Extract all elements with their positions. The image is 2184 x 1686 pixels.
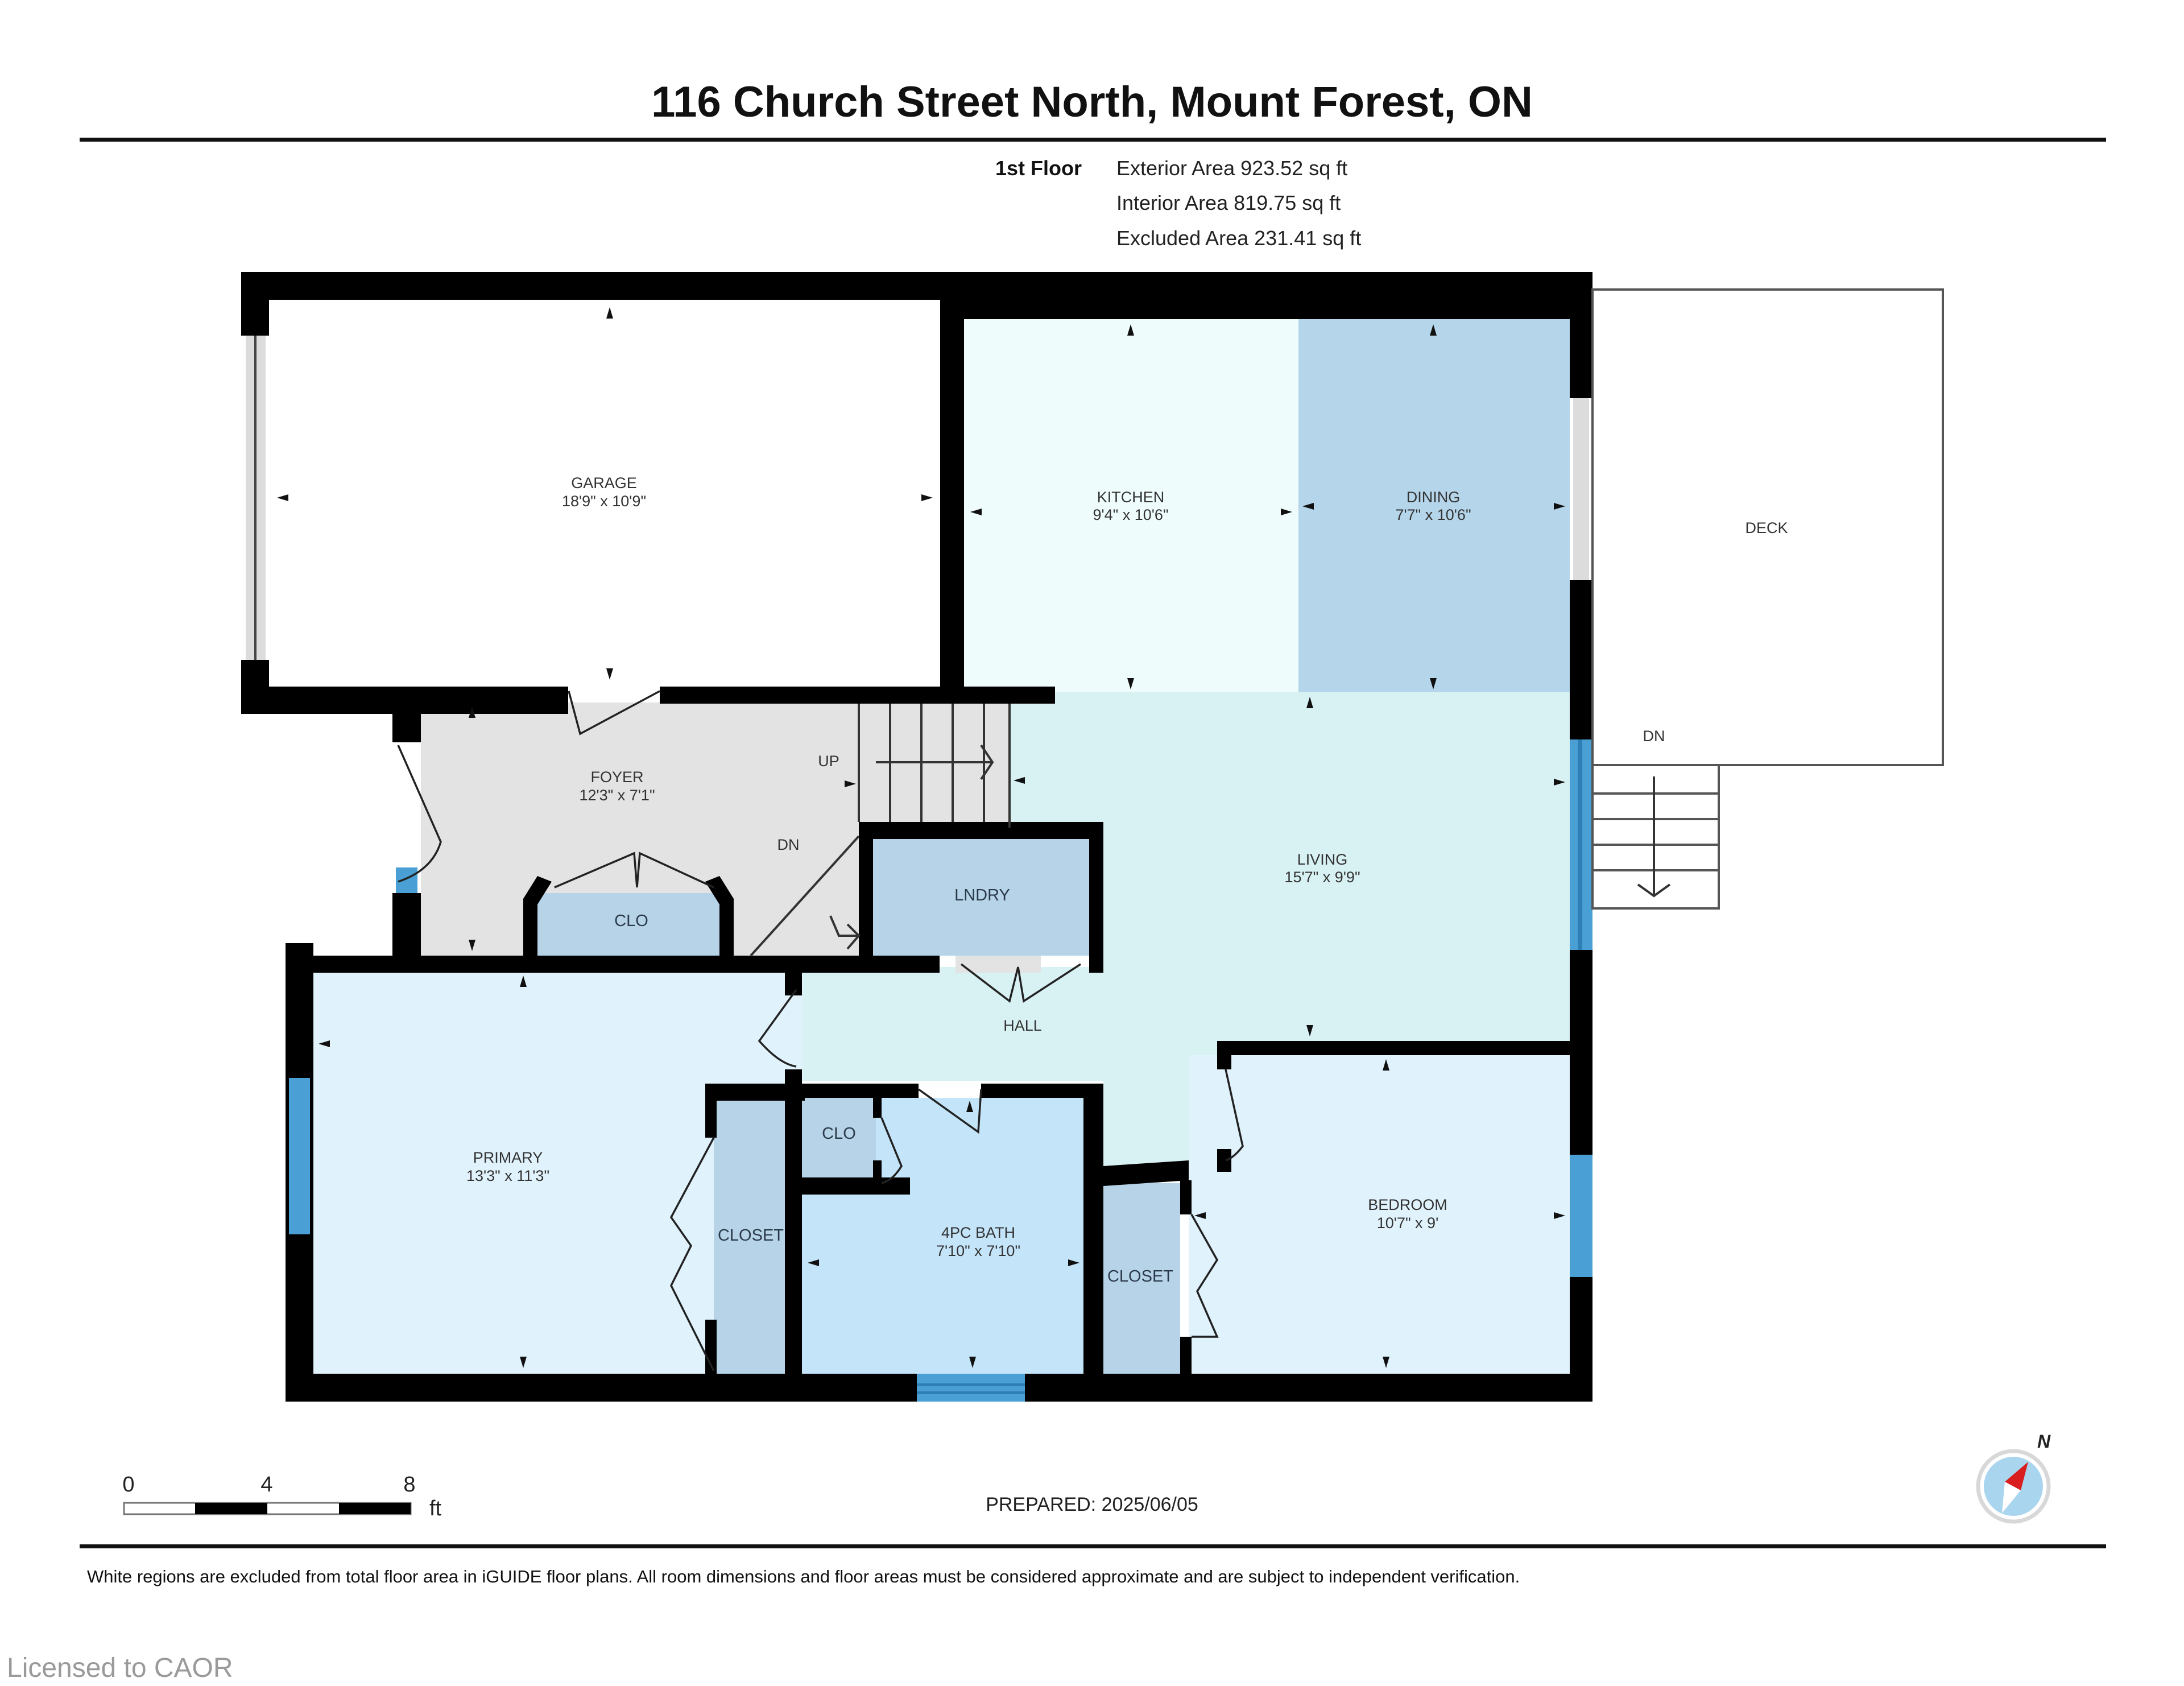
- garage-name: GARAGE: [571, 474, 637, 491]
- kitchen-area: [964, 319, 1298, 692]
- primary-closet-area: [714, 1098, 785, 1374]
- dining-area: [1298, 319, 1570, 692]
- floor-label: 1st Floor: [995, 156, 1082, 180]
- primary-closet-name: CLOSET: [718, 1226, 784, 1245]
- living-name: LIVING: [1297, 851, 1348, 868]
- scale-bar: 0 4 8 ft: [122, 1473, 441, 1520]
- bath-closet-name: CLO: [822, 1125, 856, 1143]
- title-divider: [80, 138, 2106, 142]
- foyer-dims: 12'3" x 7'1": [579, 787, 655, 804]
- dining-dims: 7'7" x 10'6": [1395, 506, 1471, 523]
- hall-name: HALL: [1003, 1017, 1042, 1034]
- page-title: 116 Church Street North, Mount Forest, O…: [651, 78, 1533, 126]
- walls: [241, 272, 1592, 1402]
- laundry-area: [873, 839, 1095, 956]
- footer-divider: [80, 1544, 2106, 1548]
- kitchen-dims: 9'4" x 10'6": [1093, 506, 1168, 523]
- deck: [1591, 288, 1944, 910]
- deck-stairs-label: DN: [1643, 728, 1665, 745]
- scale-tick-8: 8: [403, 1473, 415, 1497]
- room-labels: GARAGE 18'9" x 10'9" KITCHEN 9'4" x 10'6…: [466, 474, 1788, 1286]
- foyer-name: FOYER: [590, 768, 643, 786]
- disclaimer-text: White regions are excluded from total fl…: [87, 1567, 1520, 1586]
- bedroom-area: [1189, 1055, 1570, 1374]
- primary-dims: 13'3" x 11'3": [466, 1167, 549, 1184]
- dining-name: DINING: [1407, 489, 1461, 506]
- exterior-area: Exterior Area 923.52 sq ft: [1116, 156, 1347, 180]
- stairs-area: [859, 702, 1010, 828]
- excluded-area: Excluded Area 231.41 sq ft: [1116, 226, 1361, 250]
- garage-dims: 18'9" x 10'9": [562, 493, 646, 510]
- compass-north-label: N: [2037, 1431, 2051, 1452]
- living-hall-area: [802, 692, 1570, 1166]
- bath-area: [802, 1098, 1083, 1374]
- garage-area: [269, 300, 940, 687]
- foyer-dn-label: DN: [777, 836, 800, 853]
- laundry-name: LNDRY: [954, 886, 1010, 904]
- deck-name: DECK: [1745, 519, 1788, 536]
- bath-name: 4PC BATH: [941, 1224, 1015, 1241]
- room-fills: [269, 300, 1570, 1374]
- prepared-date: PREPARED: 2025/06/05: [986, 1494, 1198, 1515]
- dimension-markers: [277, 307, 1565, 1368]
- kitchen-name: KITCHEN: [1097, 489, 1165, 506]
- foyer-closet-name: CLO: [614, 912, 648, 930]
- primary-name: PRIMARY: [473, 1149, 543, 1166]
- interior-area: Interior Area 819.75 sq ft: [1116, 191, 1341, 214]
- door-swings: [397, 690, 1244, 1371]
- license-watermark: Licensed to CAOR: [7, 1653, 233, 1683]
- scale-tick-0: 0: [122, 1473, 134, 1497]
- bedroom-closet-name: CLOSET: [1107, 1267, 1173, 1286]
- bedroom-closet-area: [1103, 1183, 1180, 1374]
- compass-icon: N: [1976, 1431, 2051, 1524]
- scale-unit: ft: [429, 1497, 442, 1520]
- bedroom-name: BEDROOM: [1368, 1196, 1447, 1213]
- bedroom-dims: 10'7" x 9': [1377, 1214, 1438, 1232]
- interior-stairs: [750, 704, 1011, 957]
- living-dims: 15'7" x 9'9": [1284, 869, 1360, 886]
- bath-closet-area: [802, 1098, 876, 1183]
- scale-tick-4: 4: [260, 1473, 272, 1497]
- foyer-closet-area: [537, 893, 719, 956]
- bath-dims: 7'10" x 7'10": [936, 1242, 1020, 1259]
- foyer-up-label: UP: [818, 753, 839, 770]
